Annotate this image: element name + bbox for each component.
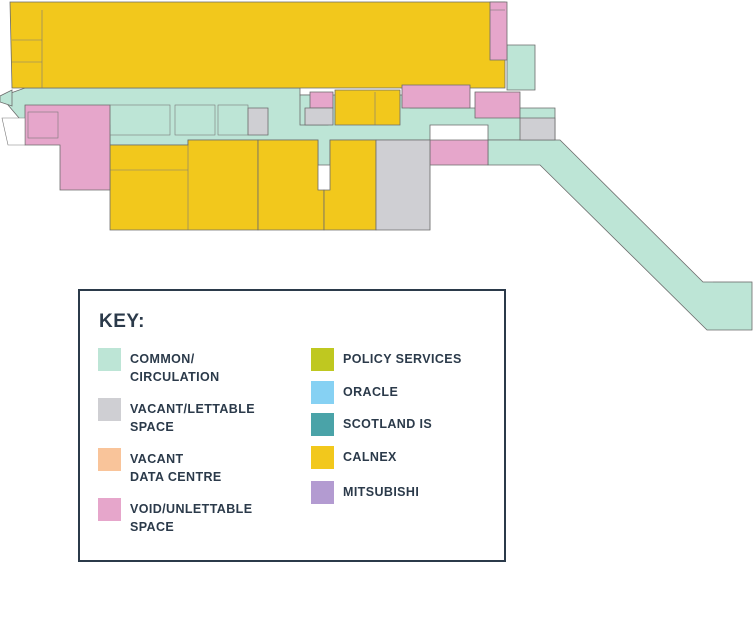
swatch-scotland-is <box>311 413 334 436</box>
key-item-oracle: ORACLE <box>311 381 398 404</box>
vacant-south-east <box>375 139 431 231</box>
key-item-policy-services: POLICY SERVICES <box>311 348 462 371</box>
key-item-mitsubishi: MITSUBISHI <box>311 481 419 504</box>
north-entrance <box>506 44 536 91</box>
swatch-vacant-data-centre <box>98 448 121 471</box>
void-core-a <box>401 84 471 109</box>
calnex-central <box>334 89 401 126</box>
void-small-a <box>309 91 334 109</box>
key-item-void: VOID/UNLETTABLE SPACE <box>98 498 252 536</box>
key-label-scotland-is: SCOTLAND IS <box>343 417 433 431</box>
calnex-south-east <box>323 139 377 231</box>
key-item-vacant-data-centre: VACANT DATA CENTRE <box>98 448 222 486</box>
key-item-vacant-lettable: VACANT/LETTABLE SPACE <box>98 398 255 436</box>
swatch-mitsubishi <box>311 481 334 504</box>
key-label-void: VOID/UNLETTABLE SPACE <box>130 502 253 534</box>
key-item-common: COMMON/ CIRCULATION <box>98 348 220 386</box>
map-key: KEY: COMMON/ CIRCULATION VACANT/LETTABLE… <box>78 289 506 562</box>
swatch-void <box>98 498 121 521</box>
key-label-policy-services: POLICY SERVICES <box>343 352 462 366</box>
void-core-b <box>474 91 521 119</box>
key-label-vacant-lettable: VACANT/LETTABLE SPACE <box>130 402 255 434</box>
void-north-east <box>489 1 508 61</box>
key-item-scotland-is: SCOTLAND IS <box>311 413 432 436</box>
key-label-mitsubishi: MITSUBISHI <box>343 485 420 499</box>
void-west-block <box>24 104 111 191</box>
swatch-calnex <box>311 446 334 469</box>
swatch-common <box>98 348 121 371</box>
calnex-north-block <box>9 1 506 89</box>
calnex-south-mid <box>257 139 325 231</box>
key-label-common: COMMON/ CIRCULATION <box>130 352 220 384</box>
room-partitions <box>12 9 752 283</box>
void-areas <box>24 1 521 191</box>
key-title: KEY: <box>99 311 145 332</box>
diagonal-link <box>487 139 753 331</box>
swatch-policy-services <box>311 348 334 371</box>
vacant-areas <box>247 107 556 231</box>
key-label-oracle: ORACLE <box>343 385 399 399</box>
vacant-small-core <box>304 107 334 126</box>
key-item-calnex: CALNEX <box>311 446 397 469</box>
key-label-vacant-data-centre: VACANT DATA CENTRE <box>130 452 222 484</box>
swatch-oracle <box>311 381 334 404</box>
void-south-east <box>429 139 489 166</box>
west-corridor <box>0 89 13 107</box>
west-entrance <box>1 117 26 146</box>
vacant-small-mid <box>247 107 269 136</box>
calnex-south-west <box>109 139 259 231</box>
key-label-calnex: CALNEX <box>343 450 397 464</box>
swatch-vacant-lettable <box>98 398 121 421</box>
calnex-areas <box>9 1 506 231</box>
vacant-small-east <box>519 117 556 141</box>
